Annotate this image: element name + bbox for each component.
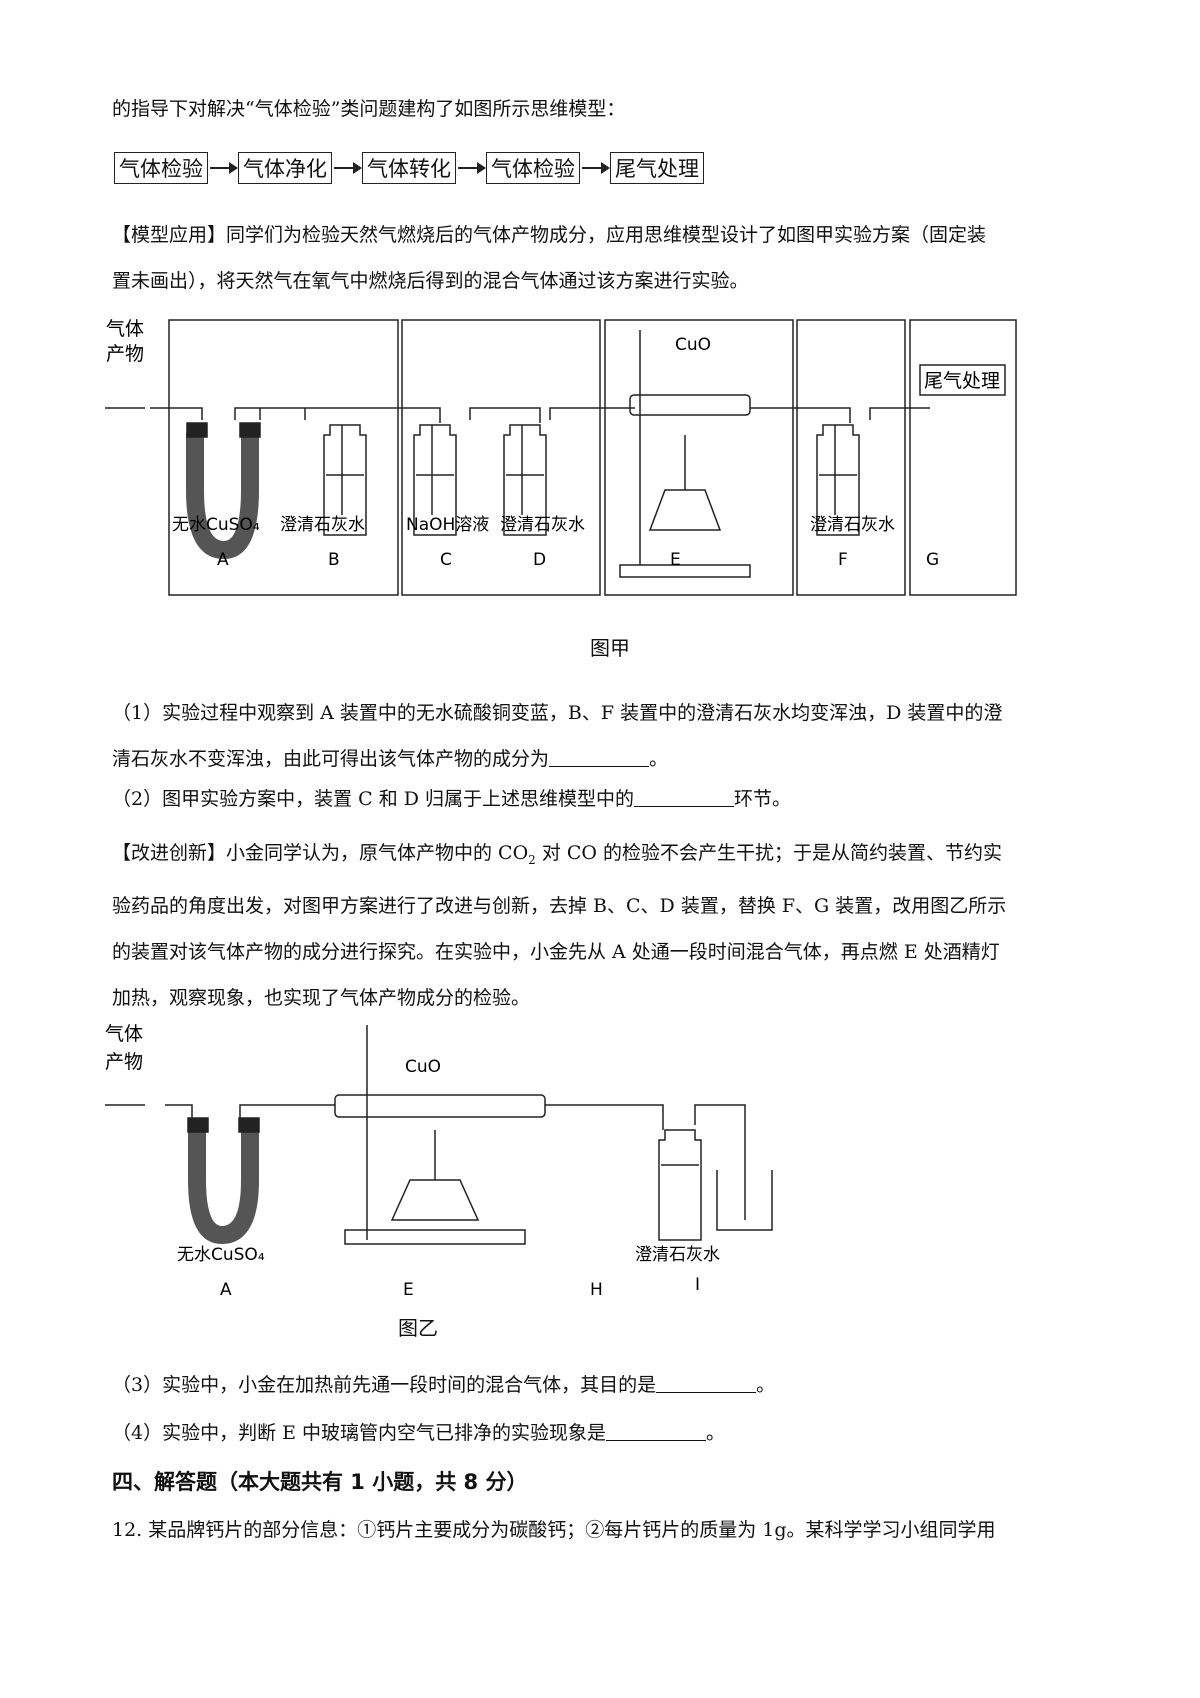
- figure-caption: 图甲: [590, 636, 630, 660]
- intro-line: 的指导下对解决“气体检验”类问题建构了如图所示思维模型：: [112, 98, 626, 120]
- gas-label: 气体: [105, 1023, 143, 1045]
- answer-blank[interactable]: [606, 1422, 707, 1441]
- letter: I: [695, 1275, 700, 1295]
- flow-arrow: [210, 162, 238, 174]
- cuo-label: CuO: [405, 1057, 441, 1077]
- letter: E: [403, 1280, 414, 1300]
- section-heading: 四、解答题（本大题共有 1 小题，共 8 分）: [112, 1470, 528, 1494]
- letter: D: [533, 550, 546, 570]
- apparatus-label: 澄清石灰水: [810, 515, 895, 535]
- cuo-label: CuO: [675, 335, 711, 355]
- letter: B: [328, 550, 340, 570]
- answer-blank[interactable]: [549, 748, 650, 767]
- apparatus-label: 澄清石灰水: [280, 515, 365, 535]
- tail-gas-box: 尾气处理: [924, 370, 1000, 392]
- figure-jia: 尾气处理 气体 产物 CuO 无水CuSO₄ 澄清石灰水 NaOH溶液 澄清石灰…: [105, 318, 1017, 596]
- flow-step: 尾气处理: [610, 152, 704, 184]
- answer-blank[interactable]: [656, 1374, 757, 1393]
- model-application: 【模型应用】同学们为检验天然气燃烧后的气体产物成分，应用思维模型设计了如图甲实验…: [112, 224, 987, 292]
- gas-label: 产物: [106, 343, 144, 365]
- apparatus-label: 无水CuSO₄: [172, 515, 260, 535]
- question-12: 12. 某品牌钙片的部分信息：①钙片主要成分为碳酸钙；②每片钙片的质量为 1g。…: [112, 1519, 996, 1541]
- letter: F: [838, 550, 848, 570]
- figure-caption: 图乙: [398, 1316, 438, 1340]
- letter: E: [670, 550, 681, 570]
- letter: A: [220, 1280, 232, 1300]
- letter: H: [590, 1280, 603, 1300]
- letter: G: [926, 550, 939, 570]
- question-3: （3）实验中，小金在加热前先通一段时间的混合气体，其目的是。: [112, 1374, 776, 1396]
- question-2: （2）图甲实验方案中，装置 C 和 D 归属于上述思维模型中的环节。: [112, 788, 792, 810]
- gas-label: 气体: [106, 318, 144, 340]
- letter: C: [440, 550, 452, 570]
- question-4: （4）实验中，判断 E 中玻璃管内空气已排净的实验现象是。: [112, 1422, 726, 1444]
- gas-label: 产物: [105, 1051, 143, 1073]
- apparatus-label: 澄清石灰水: [635, 1245, 720, 1265]
- flow-step: 气体转化: [362, 152, 456, 184]
- apparatus-label: NaOH溶液: [406, 515, 489, 535]
- question-1: （1）实验过程中观察到 A 装置中的无水硫酸铜变蓝，B、F 装置中的澄清石灰水均…: [112, 702, 1003, 770]
- flow-step: 气体检验: [114, 152, 208, 184]
- figure-yi: 气体 产物 CuO 无水CuSO₄ 澄清石灰水 A E H I: [105, 1023, 773, 1300]
- answer-blank[interactable]: [634, 788, 735, 807]
- apparatus-label: 无水CuSO₄: [177, 1245, 265, 1265]
- letter: A: [217, 550, 229, 570]
- flow-arrow: [458, 162, 486, 174]
- flow-arrow: [582, 162, 610, 174]
- flow-step: 气体检验: [486, 152, 580, 184]
- apparatus-label: 澄清石灰水: [500, 515, 585, 535]
- improvement-paragraph: 【改进创新】小金同学认为，原气体产物中的 CO2 对 CO 的检验不会产生干扰；…: [112, 842, 1007, 1009]
- flow-step: 气体净化: [238, 152, 332, 184]
- flow-arrow: [334, 162, 362, 174]
